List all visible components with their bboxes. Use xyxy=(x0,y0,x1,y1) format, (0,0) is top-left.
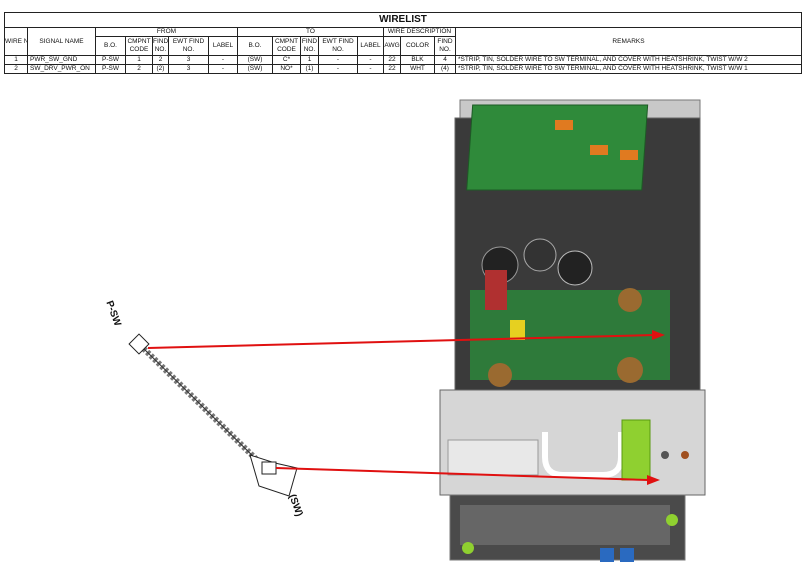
wirelist-table: WIRELIST WIRE NO. SIGNAL NAME FROM TO WI… xyxy=(4,12,802,74)
arrowhead-icon xyxy=(647,475,660,485)
arrowhead-icon xyxy=(652,330,665,340)
hdr-signal-name: SIGNAL NAME xyxy=(27,27,96,56)
hdr-to-find: FIND NO. xyxy=(300,36,319,56)
cell: *STRIP, TIN, SOLDER WIRE TO SW TERMINAL,… xyxy=(455,64,802,74)
hdr-wire-no: WIRE NO. xyxy=(4,27,28,56)
hdr-remarks: REMARKS xyxy=(455,27,802,56)
cable-assembly xyxy=(128,333,298,497)
power-supply-unit xyxy=(439,99,706,562)
arrows xyxy=(147,330,665,485)
